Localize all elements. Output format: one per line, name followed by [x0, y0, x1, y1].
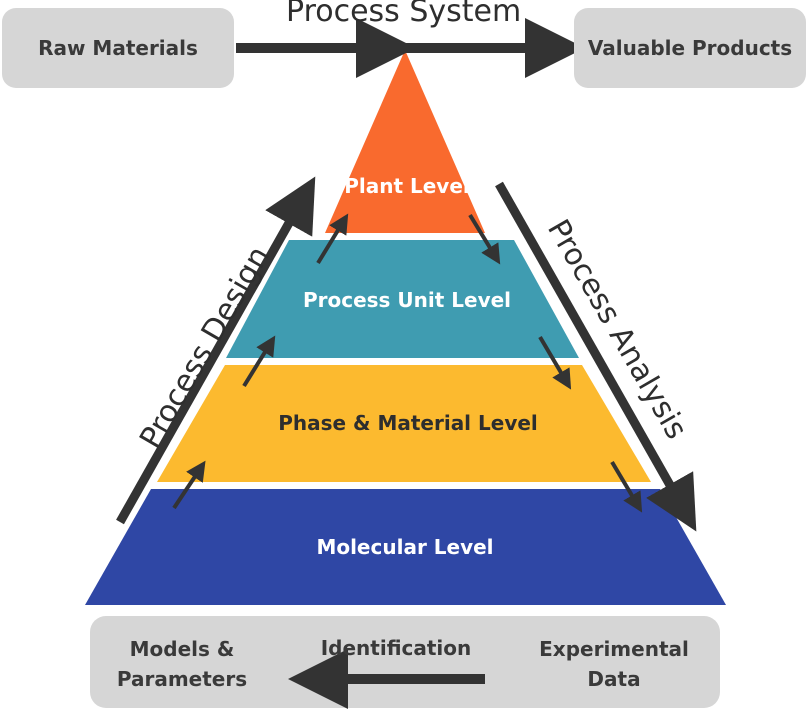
process-unit-level-band [226, 240, 579, 358]
process-unit-level-label: Process Unit Level [302, 288, 512, 312]
process-analysis-arrow [495, 181, 697, 532]
small-down-arrow-3 [610, 460, 643, 513]
models-parameters-text: Models & Parameters [116, 637, 248, 691]
raw-materials-label: Raw Materials [38, 36, 198, 60]
diagram-title: Process System [286, 0, 522, 29]
experimental-data-label: Experimental Data [524, 634, 704, 694]
valuable-products-label: Valuable Products [587, 36, 793, 60]
plant-level-band [325, 50, 485, 233]
valuable-products-box [574, 8, 806, 88]
experimental-data-text: Experimental Data [539, 637, 689, 691]
small-up-arrow-1 [172, 460, 206, 510]
small-up-arrow-3 [316, 213, 349, 265]
identification-label: Identification [320, 636, 472, 660]
phase-material-level-label: Phase & Material Level [278, 411, 538, 435]
process-design-arrow [116, 176, 316, 525]
bottom-panel [90, 616, 720, 708]
small-down-arrow-2 [538, 335, 572, 390]
molecular-level-band [85, 489, 726, 605]
small-down-arrow-1 [468, 213, 501, 265]
phase-material-level-band [157, 365, 651, 482]
models-parameters-label: Models & Parameters [102, 634, 262, 694]
plant-level-label: Plant Level [344, 174, 470, 198]
small-up-arrow-2 [242, 335, 276, 388]
molecular-level-label: Molecular Level [316, 535, 494, 559]
raw-materials-box [2, 8, 234, 88]
